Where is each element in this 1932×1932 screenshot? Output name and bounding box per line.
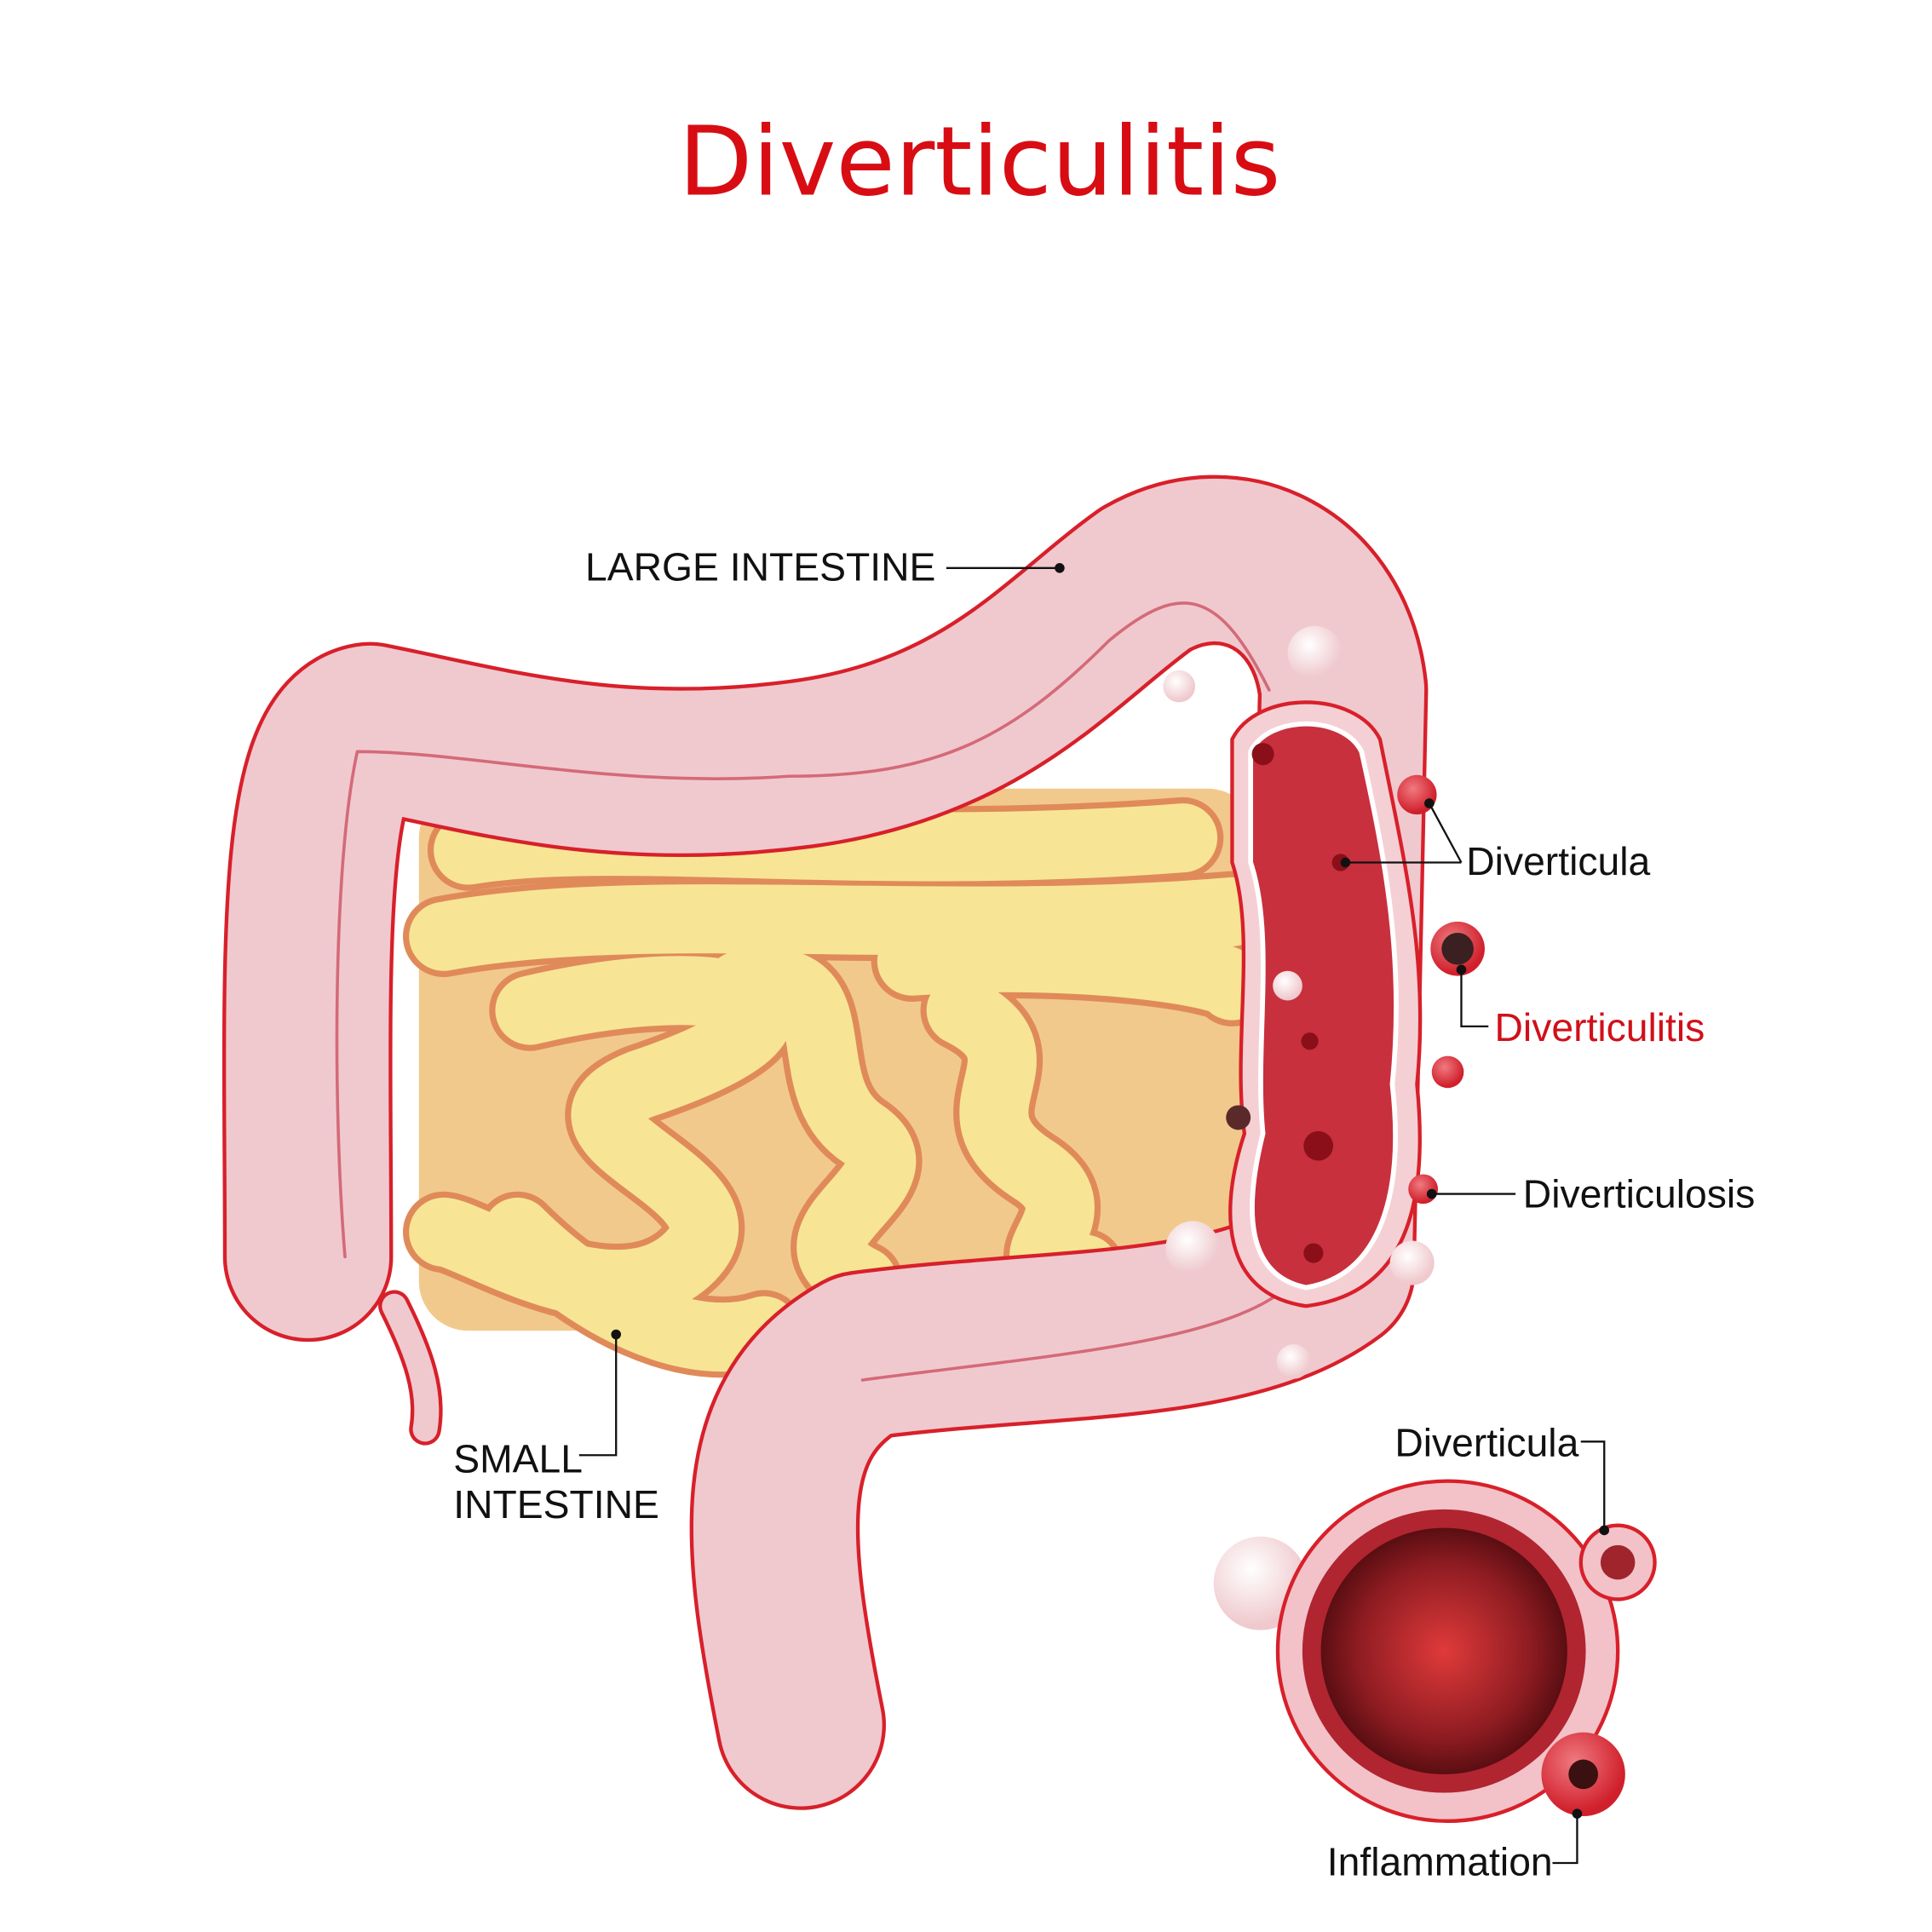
svg-text:Diverticulosis: Diverticulosis	[1523, 1172, 1756, 1216]
svg-text:Diverticula: Diverticula	[1466, 839, 1650, 883]
label-cross-section-diverticula: Diverticula	[1394, 1421, 1610, 1536]
svg-text:Diverticulitis: Diverticulitis	[1495, 1005, 1705, 1049]
label-large-intestine: LARGE INTESTINE	[585, 544, 1065, 589]
svg-text:Inflammation: Inflammation	[1327, 1839, 1553, 1883]
svg-text:INTESTINE: INTESTINE	[453, 1482, 659, 1527]
svg-text:Diverticula: Diverticula	[1394, 1421, 1578, 1465]
small-intestine	[402, 788, 1274, 1378]
label-inflammation: Inflammation	[1327, 1808, 1583, 1883]
large-intestine	[221, 474, 1429, 1810]
label-small-intestine: SMALL INTESTINE	[453, 1329, 659, 1527]
label-diverticulitis: Diverticulitis	[1456, 964, 1705, 1049]
label-diverticulosis: Diverticulosis	[1426, 1172, 1756, 1216]
inflamed-colon-section	[1163, 625, 1485, 1379]
svg-text:LARGE INTESTINE: LARGE INTESTINE	[585, 544, 935, 589]
label-diverticula: Diverticula	[1340, 798, 1650, 883]
page-title: Diverticulitis	[678, 106, 1280, 218]
colon-cross-section	[1213, 1479, 1657, 1823]
svg-text:SMALL: SMALL	[453, 1436, 583, 1481]
